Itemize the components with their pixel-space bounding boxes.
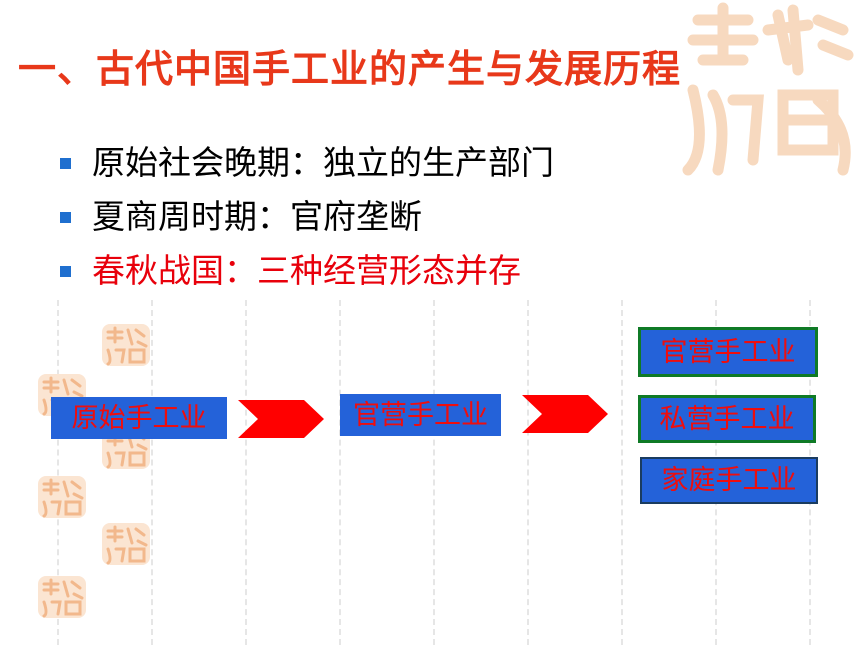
bullet-text: 春秋战国：三种经营形态并存 [92, 251, 521, 290]
flow-box-branch-household: 家庭手工业 [640, 457, 818, 504]
dashed-column-line [57, 300, 59, 645]
arrow-right-icon [238, 400, 324, 438]
seal-stamp-icon [38, 476, 86, 518]
seal-stamp-icon [38, 576, 86, 618]
seal-stamp-icon [682, 2, 854, 176]
arrow-right-icon [522, 395, 608, 433]
bullet-list: 原始社会晚期：独立的生产部门 夏商周时期：官府垄断 春秋战国：三种经营形态并存 [60, 136, 554, 298]
seal-stamp-icon [102, 523, 150, 565]
bullet-item: 夏商周时期：官府垄断 [60, 190, 554, 244]
dashed-column-line [339, 300, 341, 645]
bullet-item-highlight: 春秋战国：三种经营形态并存 [60, 244, 554, 298]
seal-stamp-icon [102, 324, 150, 366]
bullet-text: 原始社会晚期：独立的生产部门 [92, 143, 554, 182]
dashed-column-line [433, 300, 435, 645]
bullet-square-icon [60, 265, 71, 277]
dashed-column-line [621, 300, 623, 645]
bullet-text: 夏商周时期：官府垄断 [92, 197, 422, 236]
flow-box-branch-private: 私营手工业 [638, 395, 816, 443]
flow-box-middle: 官营手工业 [340, 394, 501, 436]
bullet-square-icon [60, 157, 71, 169]
slide-title: 一、古代中国手工业的产生与发展历程 [18, 47, 682, 91]
dashed-column-line [245, 300, 247, 645]
dashed-column-line [151, 300, 153, 645]
flow-box-branch-official: 官营手工业 [638, 327, 818, 377]
dashed-column-line [527, 300, 529, 645]
flow-box-source: 原始手工业 [51, 397, 227, 439]
bullet-square-icon [60, 211, 71, 223]
bullet-item: 原始社会晚期：独立的生产部门 [60, 136, 554, 190]
